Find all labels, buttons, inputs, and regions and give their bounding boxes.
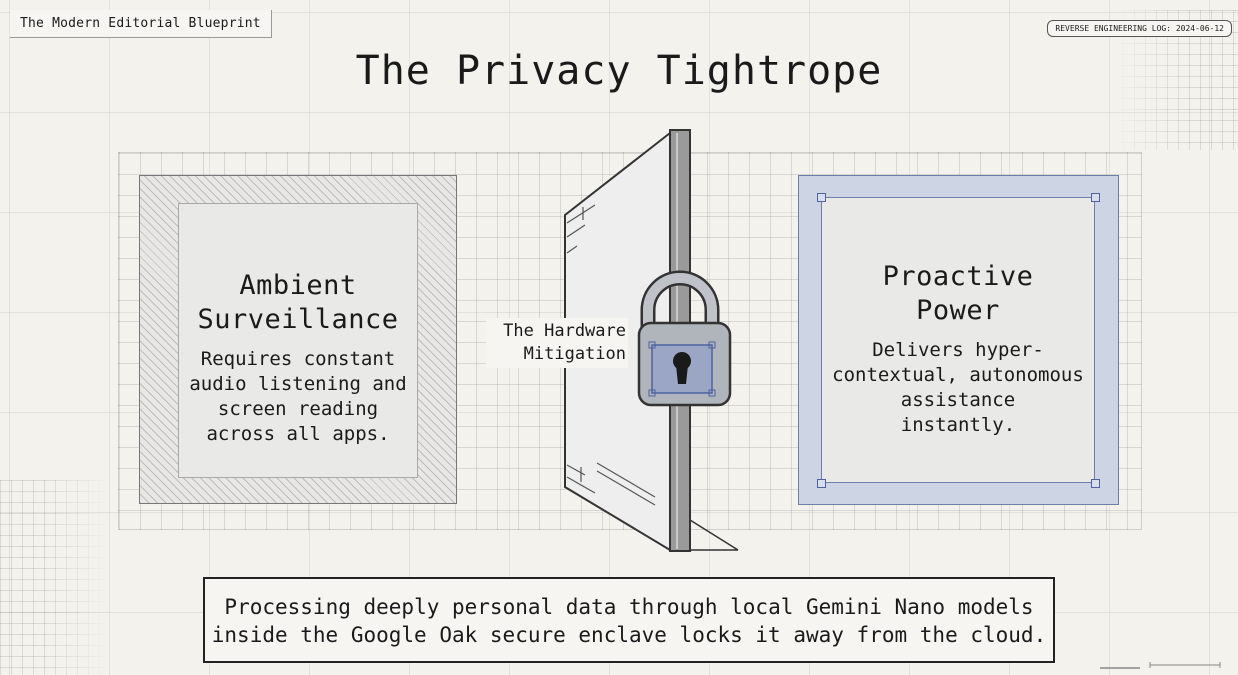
- heading-line: Surveillance: [197, 304, 399, 335]
- ambient-surveillance-heading: Ambient Surveillance: [179, 269, 417, 337]
- description-line: across all apps.: [206, 423, 390, 445]
- description-line: Requires constant: [200, 348, 396, 370]
- proactive-power-panel: Proactive Power Delivers hyper- contextu…: [798, 175, 1119, 505]
- proactive-power-description: Delivers hyper- contextual, autonomous a…: [822, 338, 1094, 438]
- ambient-surveillance-card: Ambient Surveillance Requires constant a…: [178, 203, 418, 478]
- description-line: assistance: [900, 389, 1016, 411]
- description-line: instantly.: [900, 414, 1016, 436]
- caption-box: Processing deeply personal data through …: [203, 577, 1055, 663]
- corner-marker: [817, 479, 826, 488]
- corner-marker: [1091, 193, 1100, 202]
- log-badge: REVERSE ENGINEERING LOG: 2024-06-12: [1047, 20, 1232, 37]
- description-line: Delivers hyper-: [872, 339, 1044, 361]
- corner-grid-bottom-left: [0, 480, 110, 675]
- scale-bar-icon: [1100, 662, 1221, 669]
- keyhole-icon: [673, 352, 691, 384]
- door-barrier-icon: [564, 129, 739, 552]
- series-tab-label: The Modern Editorial Blueprint: [10, 10, 272, 38]
- label-line: Mitigation: [523, 344, 626, 364]
- hardware-mitigation-label: The Hardware Mitigation: [486, 318, 628, 368]
- proactive-power-card: Proactive Power Delivers hyper- contextu…: [821, 197, 1095, 483]
- corner-marker: [1091, 479, 1100, 488]
- description-line: screen reading: [217, 398, 379, 420]
- caption-line: Processing deeply personal data through …: [224, 595, 1034, 619]
- heading-line: Proactive: [882, 261, 1034, 292]
- caption-line: inside the Google Oak secure enclave loc…: [211, 623, 1047, 647]
- proactive-power-heading: Proactive Power: [822, 260, 1094, 328]
- padlock-icon: [637, 270, 732, 407]
- heading-line: Ambient: [239, 270, 357, 301]
- ambient-surveillance-panel: Ambient Surveillance Requires constant a…: [139, 175, 457, 504]
- label-line: The Hardware: [503, 321, 626, 341]
- page-title: The Privacy Tightrope: [355, 48, 883, 94]
- description-line: audio listening and: [189, 373, 407, 395]
- description-line: contextual, autonomous: [832, 364, 1084, 386]
- heading-line: Power: [916, 295, 1000, 326]
- ambient-surveillance-description: Requires constant audio listening and sc…: [179, 347, 417, 447]
- corner-marker: [817, 193, 826, 202]
